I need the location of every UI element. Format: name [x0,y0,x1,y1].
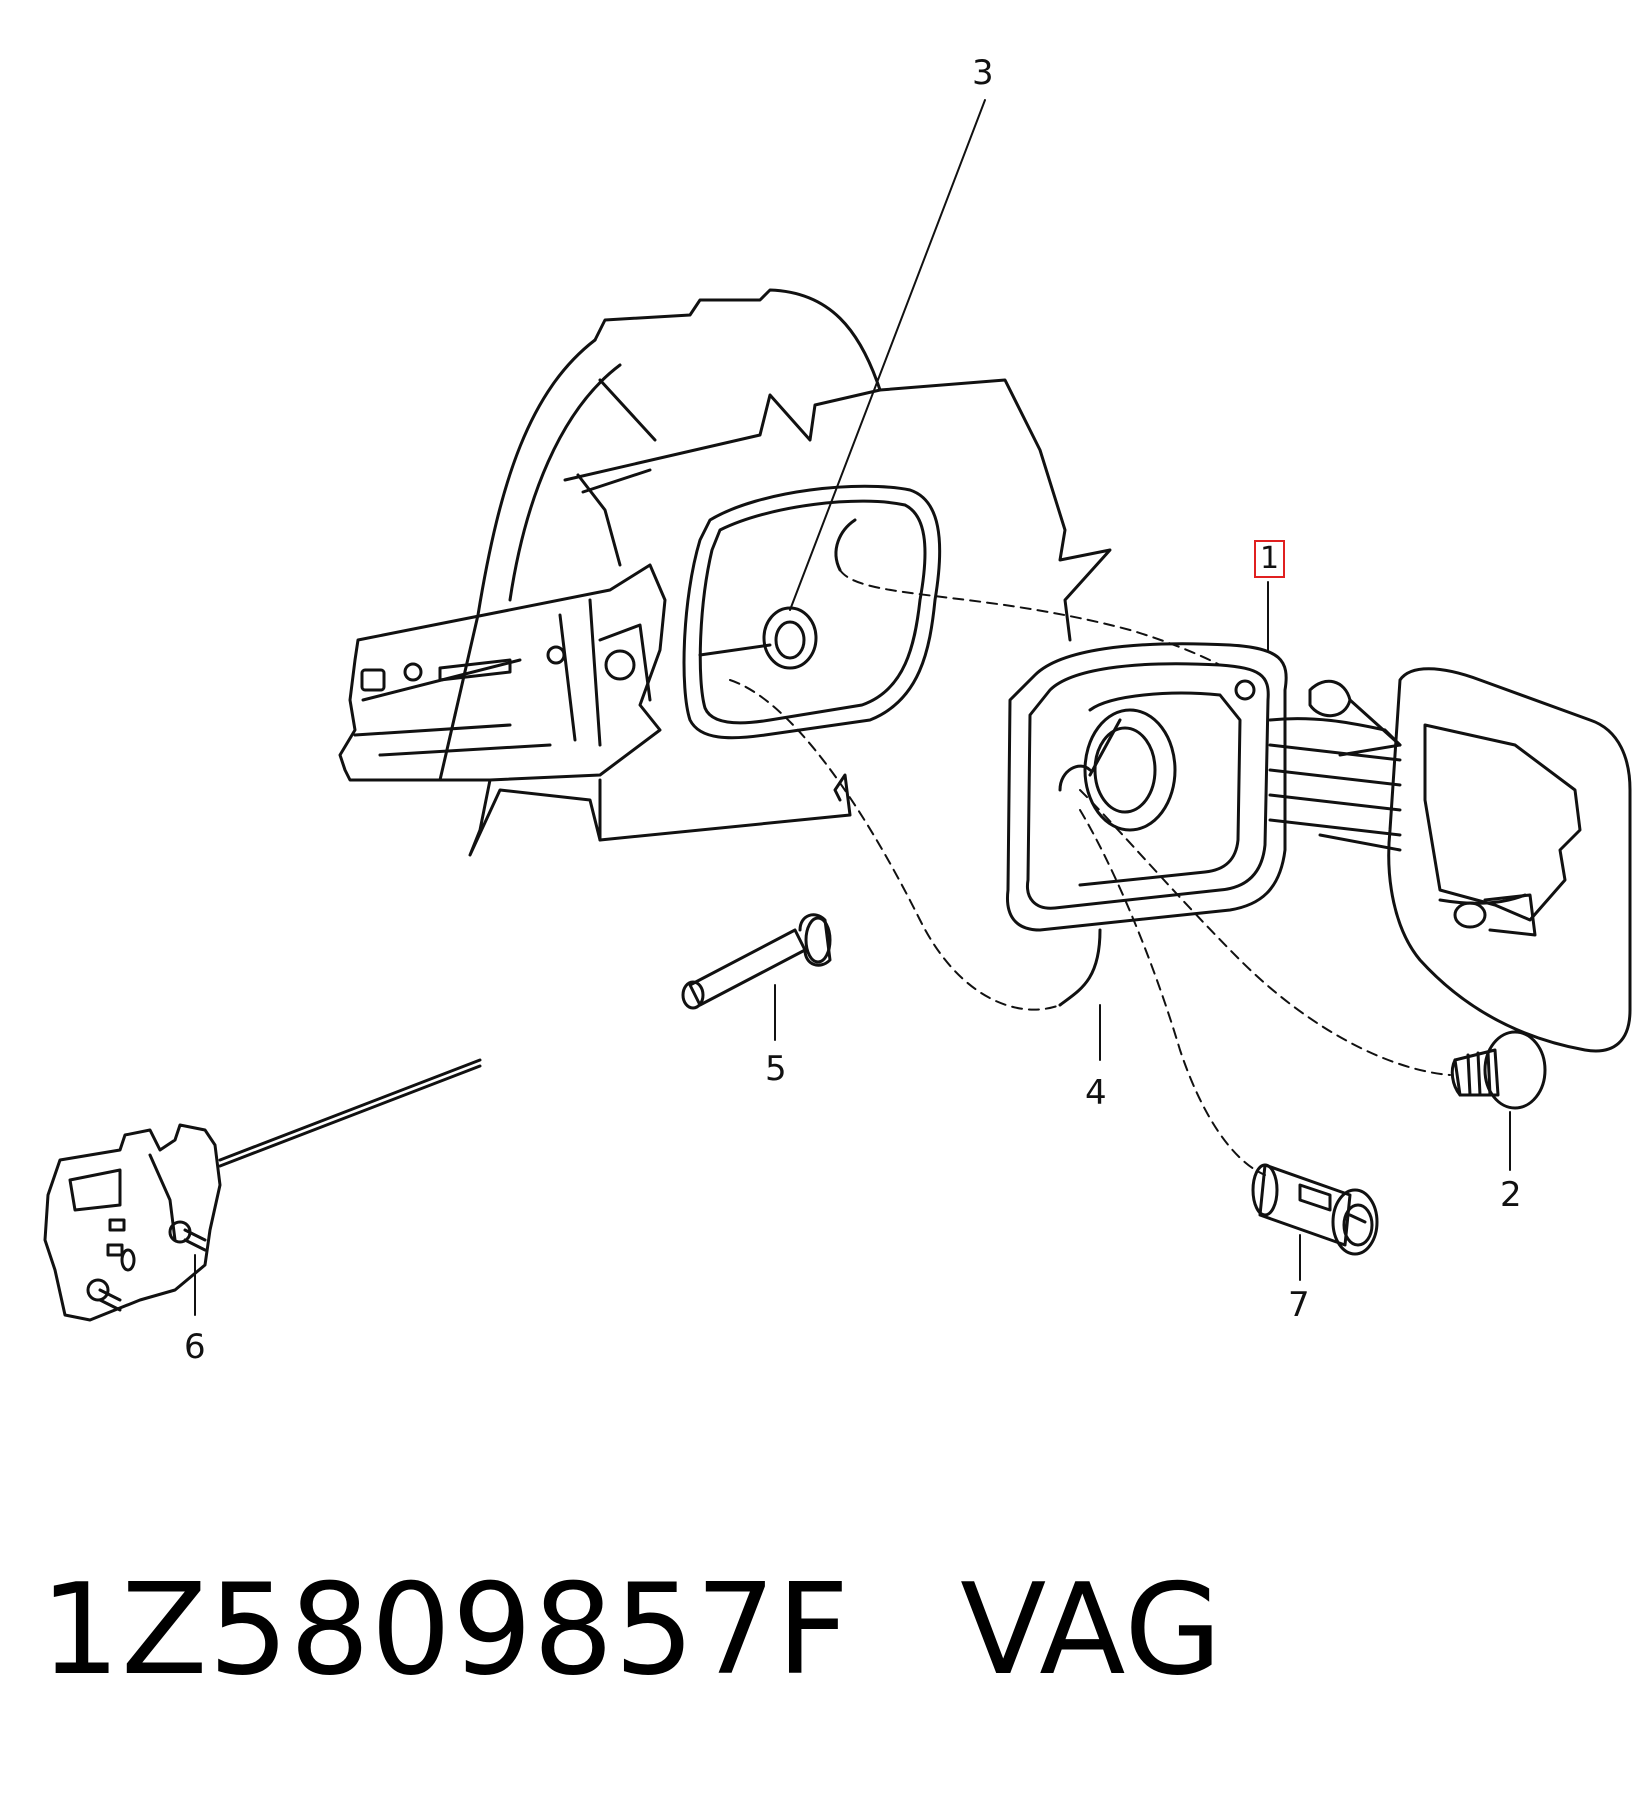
callout-6: 6 [184,1327,206,1367]
callout-1: 1 [1254,540,1286,578]
parts-diagram [43,99,1632,1322]
callout-7: 7 [1288,1285,1310,1325]
callout-3: 3 [972,53,994,93]
callout-leaders [194,99,1511,1316]
fuel-door-frame [1005,642,1288,932]
actuator-6 [43,1058,482,1322]
callout-2: 2 [1500,1175,1522,1215]
part-number: 1Z5809857F [40,1556,851,1703]
assembly-leader-lines [729,569,1451,1176]
callout-4: 4 [1085,1073,1107,1113]
grommet-3 [698,606,818,670]
lock-cylinder-7 [1251,1163,1379,1256]
brand-name: VAG [960,1556,1223,1703]
body-panel [438,288,1112,857]
filler-housing [682,484,942,740]
cable-4 [1058,928,1102,1007]
pin-5 [681,913,832,1010]
hinge [1268,679,1402,852]
mounting-bracket [338,563,667,782]
callout-5: 5 [765,1049,787,1089]
screw-2 [1450,1030,1547,1110]
part-caption: 1Z5809857F VAG [40,1556,1223,1703]
fuel-door-lid [1387,667,1632,1053]
